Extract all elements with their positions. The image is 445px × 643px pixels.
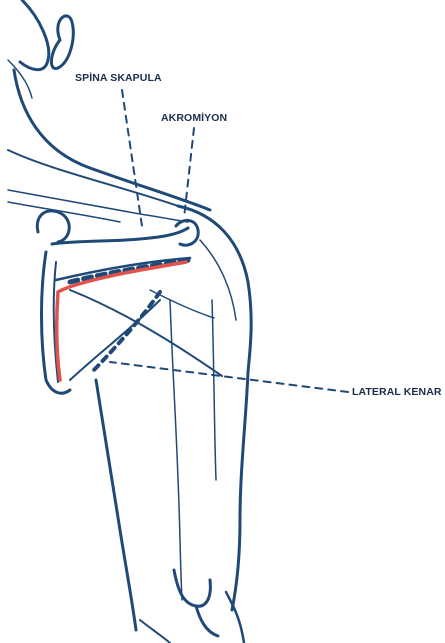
forearm-medial-line: [140, 620, 170, 643]
lateral-kenar-label: LATERAL KENAR: [352, 386, 442, 398]
trapezius-line: [8, 150, 178, 206]
scapula-superior-border: [37, 211, 69, 242]
anatomy-line-art: [8, 0, 348, 643]
humerus-shaft-line-2: [212, 300, 216, 480]
olecranon-outline: [196, 606, 218, 636]
humerus-medial-outline: [96, 380, 136, 630]
akromiyon-label: AKROMİYON: [161, 111, 227, 124]
infraspinatus-line: [150, 290, 214, 318]
teres-line-1: [70, 290, 222, 376]
lateral-kenar-leader: [110, 362, 348, 392]
teres-line-2: [70, 300, 160, 380]
head-outline: [20, 0, 49, 70]
coracoid-outline: [52, 228, 188, 244]
deltoid-outline: [178, 206, 251, 372]
humerus-lateral-outline: [232, 372, 248, 610]
deltoid-inner-line: [200, 240, 236, 320]
spina-skapula-leader: [122, 90, 142, 226]
clavicle-lower-line: [8, 202, 120, 222]
spina-skapula-label: SPİNA SKAPULA: [75, 71, 162, 84]
elbow-outline: [174, 570, 210, 606]
neck-line: [14, 70, 210, 210]
ear-outline: [51, 16, 73, 69]
